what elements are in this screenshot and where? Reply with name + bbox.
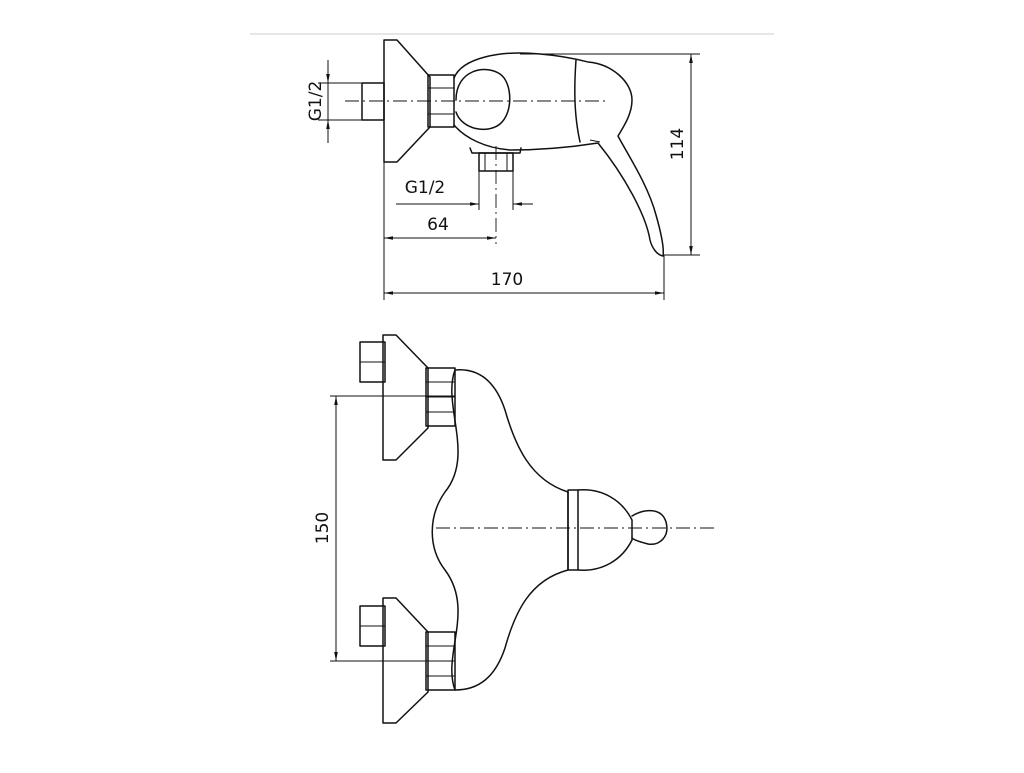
valve-body-side xyxy=(453,52,664,257)
bottom-wall-flange xyxy=(382,597,429,724)
inlet-pipe-side xyxy=(361,82,385,121)
mixer-body-front xyxy=(431,369,569,691)
side-view-dimensions: G1/2 G1/2 64 114 170 xyxy=(306,53,700,300)
lever-end-front xyxy=(631,509,668,545)
outlet-thread-label: G1/2 xyxy=(405,178,446,198)
overall-length-label: 170 xyxy=(491,270,523,290)
top-wall-flange xyxy=(382,334,429,461)
height-label: 114 xyxy=(668,128,688,160)
front-view-dimensions: 150 xyxy=(313,395,455,662)
side-view xyxy=(345,39,664,257)
inlet-thread-label: G1/2 xyxy=(306,81,326,122)
inlet-spacing-label: 150 xyxy=(313,512,333,544)
dome-cap xyxy=(577,489,633,571)
outlet-offset-label: 64 xyxy=(427,215,449,235)
cartridge-housing xyxy=(567,489,579,571)
front-view xyxy=(359,334,716,724)
valve-cap-side xyxy=(455,68,511,131)
